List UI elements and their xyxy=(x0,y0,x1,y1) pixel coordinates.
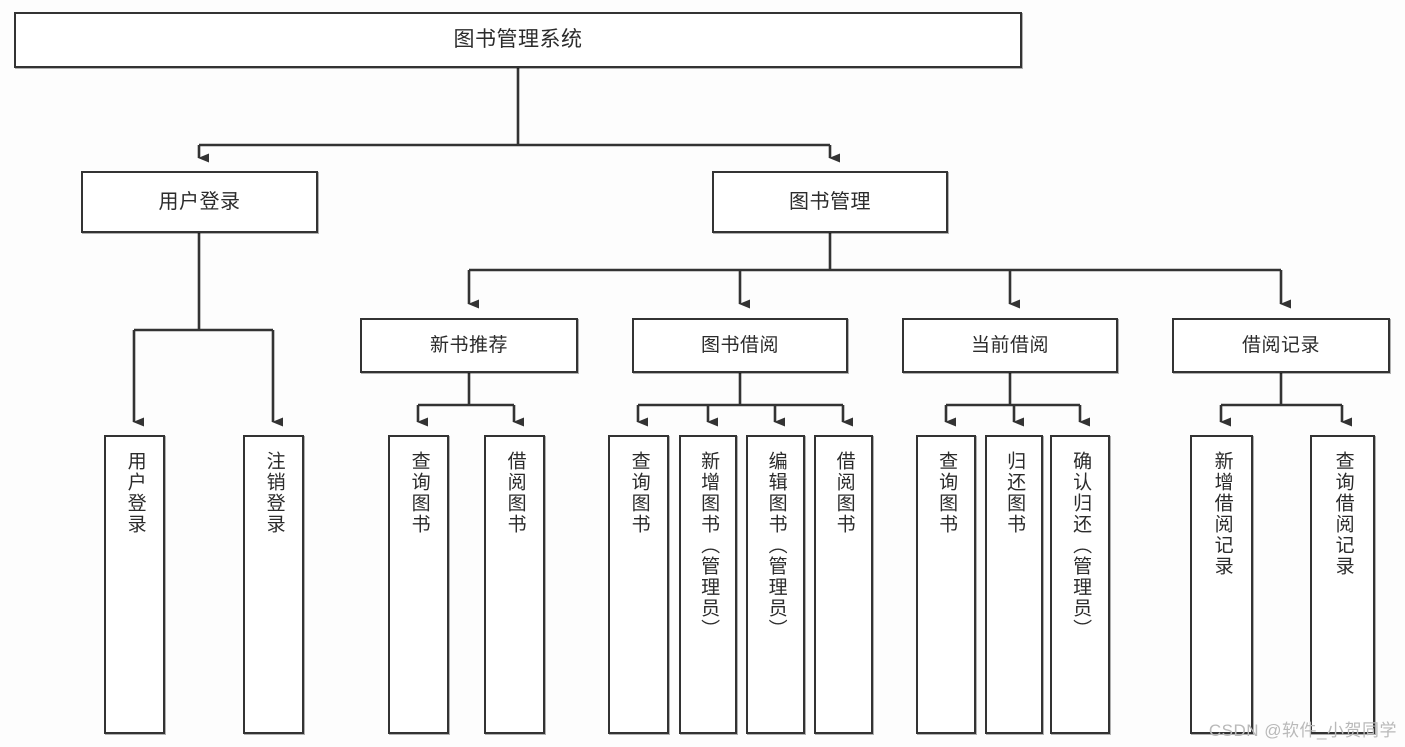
node-label: 用户登录 xyxy=(124,451,146,535)
node-new-book-rec[interactable]: 新书推荐 xyxy=(360,318,578,373)
node-user-login[interactable]: 用户登录 xyxy=(81,171,318,233)
node-book-manage[interactable]: 图书管理 xyxy=(712,171,948,233)
node-label: 查询图书 xyxy=(936,451,958,535)
leaf-confirm-return[interactable]: 确认归还（管理员） xyxy=(1050,435,1110,734)
leaf-query-book-2[interactable]: 查询图书 xyxy=(608,435,669,734)
node-current-borrow[interactable]: 当前借阅 xyxy=(902,318,1118,373)
leaf-borrow-book-2[interactable]: 借阅图书 xyxy=(814,435,873,734)
node-label: 注销登录 xyxy=(263,451,285,535)
node-book-borrow[interactable]: 图书借阅 xyxy=(632,318,848,373)
node-label: 当前借阅 xyxy=(970,334,1049,356)
leaf-add-book[interactable]: 新增图书（管理员） xyxy=(679,435,737,734)
node-label: 借阅图书 xyxy=(833,451,855,535)
leaf-query-book-1[interactable]: 查询图书 xyxy=(388,435,449,734)
leaf-query-book-3[interactable]: 查询图书 xyxy=(916,435,976,734)
leaf-return-book[interactable]: 归还图书 xyxy=(985,435,1043,734)
node-label: 查询图书 xyxy=(408,451,430,535)
node-label: 编辑图书（管理员） xyxy=(765,451,787,640)
node-label: 确认归还（管理员） xyxy=(1070,451,1092,640)
node-root-system[interactable]: 图书管理系统 xyxy=(14,12,1022,68)
leaf-logout[interactable]: 注销登录 xyxy=(243,435,304,734)
leaf-user-login[interactable]: 用户登录 xyxy=(104,435,165,734)
node-label: 查询图书 xyxy=(628,451,650,535)
leaf-edit-book[interactable]: 编辑图书（管理员） xyxy=(746,435,805,734)
node-label: 查询借阅记录 xyxy=(1332,451,1354,577)
node-label: 新增借阅记录 xyxy=(1211,451,1233,577)
csdn-watermark: CSDN @软件_小贺同学 xyxy=(1208,721,1397,740)
node-label: 用户登录 xyxy=(158,190,241,213)
leaf-add-record[interactable]: 新增借阅记录 xyxy=(1190,435,1253,734)
node-label: 新书推荐 xyxy=(429,334,508,356)
node-label: 借阅记录 xyxy=(1241,334,1320,356)
node-label: 归还图书 xyxy=(1004,451,1026,535)
leaf-borrow-book-1[interactable]: 借阅图书 xyxy=(484,435,545,734)
node-label: 图书管理系统 xyxy=(453,28,583,52)
leaf-query-record[interactable]: 查询借阅记录 xyxy=(1310,435,1375,734)
node-label: 图书管理 xyxy=(789,190,871,213)
node-borrow-record[interactable]: 借阅记录 xyxy=(1172,318,1390,373)
node-label: 借阅图书 xyxy=(504,451,526,535)
node-label: 新增图书（管理员） xyxy=(698,451,720,640)
node-label: 图书借阅 xyxy=(700,334,779,356)
